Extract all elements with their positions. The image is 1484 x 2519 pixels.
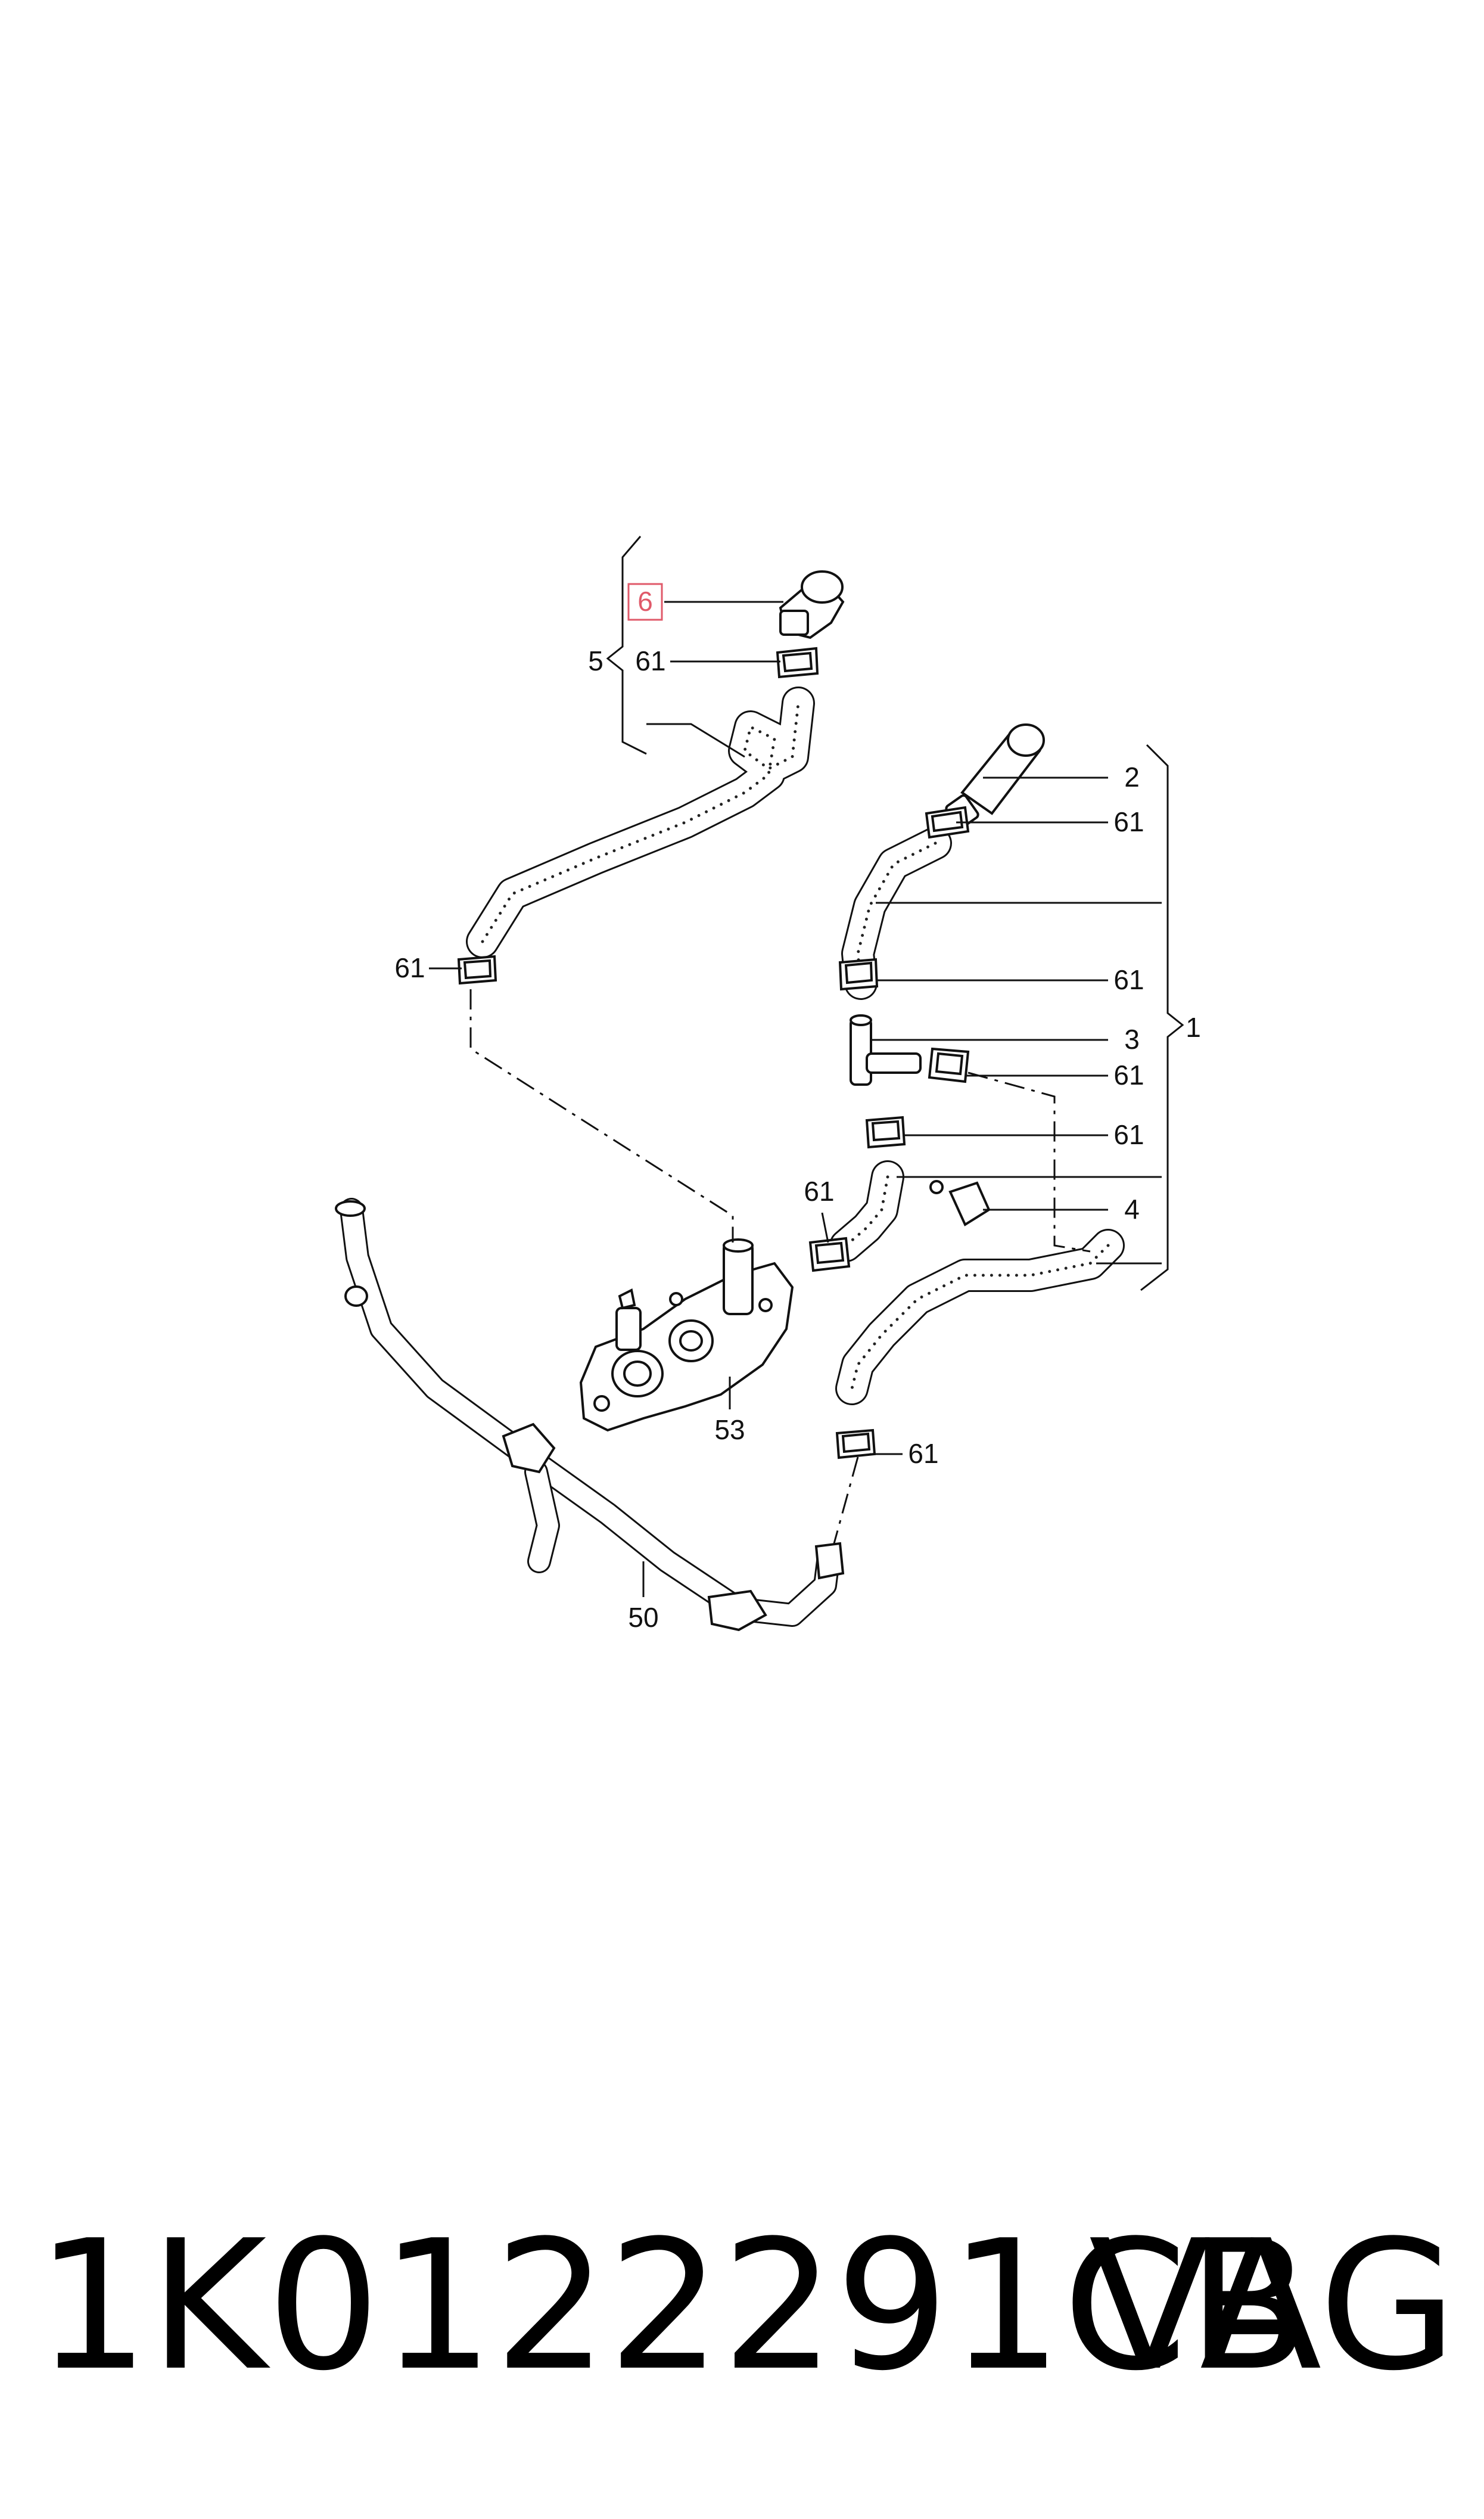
callout-4: 4 xyxy=(1124,1194,1140,1225)
callout-61-upper: 61 xyxy=(635,645,665,676)
assembly-line-1-clamp xyxy=(967,1071,1091,1253)
leader-lines xyxy=(429,601,1162,1597)
assembly-line-1-to-50 xyxy=(833,1456,859,1544)
callout-61-right-1: 61 xyxy=(1113,806,1144,837)
hose-assembly-5 xyxy=(457,570,845,985)
callout-50: 50 xyxy=(628,1602,658,1633)
part-number: 1K0122291CB xyxy=(36,2202,1310,2410)
callout-labels: 6 5 61 61 2 61 61 3 1 61 61 61 4 53 61 5… xyxy=(394,586,1200,1633)
callout-61-left: 61 xyxy=(394,952,425,983)
callout-61-lower: 61 xyxy=(908,1438,938,1469)
callout-61-right-3: 61 xyxy=(1113,1060,1144,1091)
coolant-pipe-50 xyxy=(335,1198,845,1632)
callout-53: 53 xyxy=(714,1414,745,1445)
callout-3: 3 xyxy=(1124,1024,1140,1055)
callout-61-right-4: 61 xyxy=(1113,1119,1144,1150)
highlight-box-6 xyxy=(627,583,663,621)
callout-61-mid: 61 xyxy=(804,1176,834,1207)
callout-6: 6 xyxy=(637,586,653,617)
assembly-line-5-to-53 xyxy=(469,989,734,1243)
callout-1: 1 xyxy=(1186,1012,1201,1043)
bracket-5 xyxy=(606,536,647,755)
brand-name: VAG xyxy=(1088,2202,1457,2410)
callout-61-right-2: 61 xyxy=(1113,964,1144,995)
hose-assembly-1 xyxy=(808,723,1125,1459)
callout-5: 5 xyxy=(588,645,603,676)
callout-2: 2 xyxy=(1124,762,1140,793)
coolant-housing-53 xyxy=(579,1238,794,1432)
bracket-1 xyxy=(1140,744,1184,1291)
